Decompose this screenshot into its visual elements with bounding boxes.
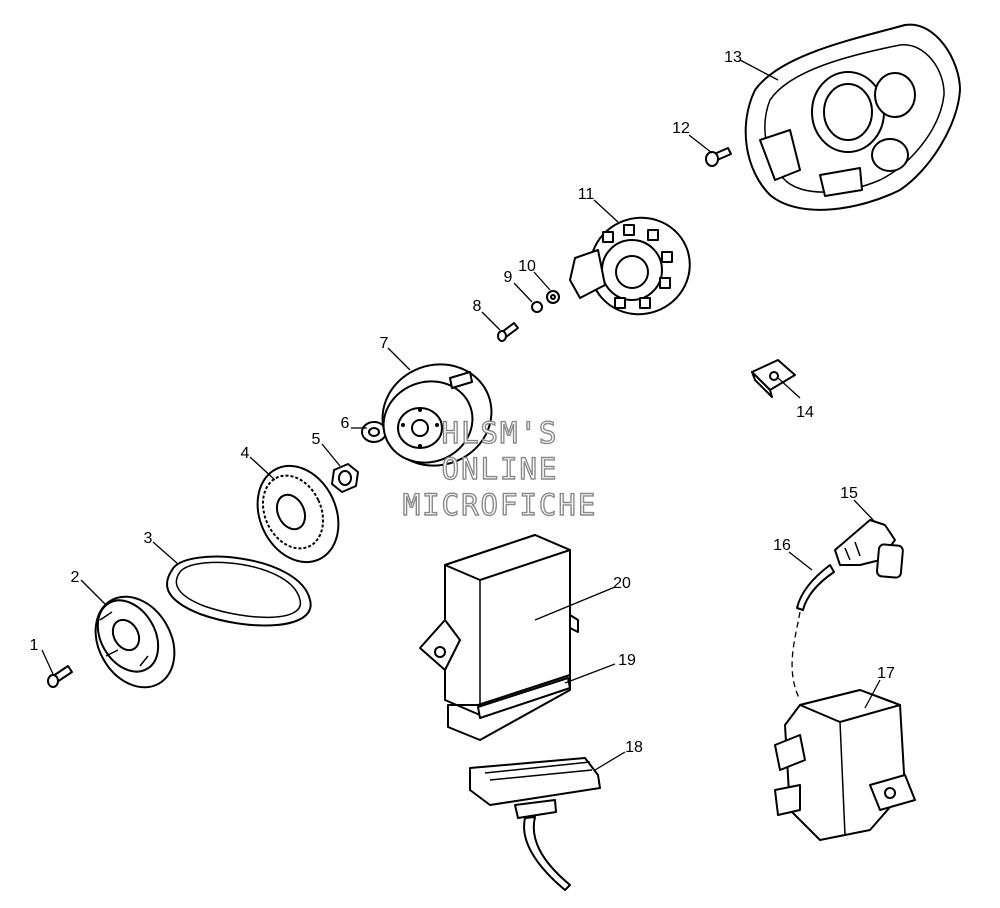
leader-11 [593, 199, 619, 223]
callout-4: 4 [241, 445, 250, 462]
leader-3 [152, 541, 179, 565]
callout-8: 8 [473, 298, 482, 315]
leader-10 [533, 271, 551, 291]
callout-16: 16 [773, 537, 791, 554]
leader-7 [387, 347, 411, 371]
part-9-lock-washer [531, 301, 543, 313]
part-11-stator [569, 216, 691, 316]
part-7-flywheel [381, 363, 493, 467]
part-13-engine-cover [744, 23, 961, 211]
leader-lines [41, 59, 881, 771]
leader-18 [594, 751, 626, 771]
part-4-sprocket [256, 464, 340, 564]
callout-15: 15 [840, 485, 858, 502]
leader-12 [688, 134, 713, 154]
callout-6: 6 [341, 415, 350, 432]
leader-1 [41, 649, 54, 675]
part-10-flat-washer [546, 290, 560, 304]
part-3-belt [166, 555, 312, 627]
leader-9 [513, 282, 533, 303]
leader-20 [534, 586, 616, 621]
part-16-ignition-lead [791, 564, 835, 701]
callout-9: 9 [504, 269, 513, 286]
leader-14 [777, 377, 801, 399]
leader-4 [249, 456, 276, 481]
callout-5: 5 [312, 431, 321, 448]
callout-1: 1 [30, 637, 39, 654]
callout-11: 11 [578, 186, 595, 203]
callout-14: 14 [796, 404, 814, 421]
leader-19 [564, 663, 616, 684]
callout-17: 17 [877, 665, 895, 682]
leader-15 [853, 499, 876, 523]
part-14-clip-nut [751, 359, 796, 398]
leader-16 [788, 551, 813, 571]
leader-8 [481, 311, 501, 331]
part-18-connector [469, 757, 601, 891]
part-2-pulley-cup [94, 595, 176, 689]
part-1-bolt [47, 665, 73, 688]
callout-labels: 1 2 3 4 5 6 7 8 9 10 11 12 13 14 15 16 1… [30, 49, 895, 756]
callout-18: 18 [625, 739, 643, 756]
part-6-washer [361, 421, 387, 443]
part-12-bolt [705, 147, 732, 167]
part-17-ignition-coil [774, 689, 916, 841]
callout-3: 3 [144, 530, 153, 547]
callout-19: 19 [618, 652, 636, 669]
callout-7: 7 [380, 335, 389, 352]
callout-2: 2 [71, 569, 80, 586]
leader-2 [80, 579, 107, 606]
leader-5 [321, 443, 341, 467]
leader-17 [864, 679, 881, 709]
part-15-spark-plug-cap [834, 519, 904, 579]
callout-20: 20 [613, 575, 631, 592]
part-20-cdi-box [419, 534, 579, 741]
part-8-screw [497, 322, 519, 342]
leader-13 [739, 59, 779, 81]
part-5-nut [331, 463, 359, 493]
callout-12: 12 [672, 120, 690, 137]
callout-13: 13 [724, 49, 742, 66]
callout-10: 10 [518, 258, 536, 275]
